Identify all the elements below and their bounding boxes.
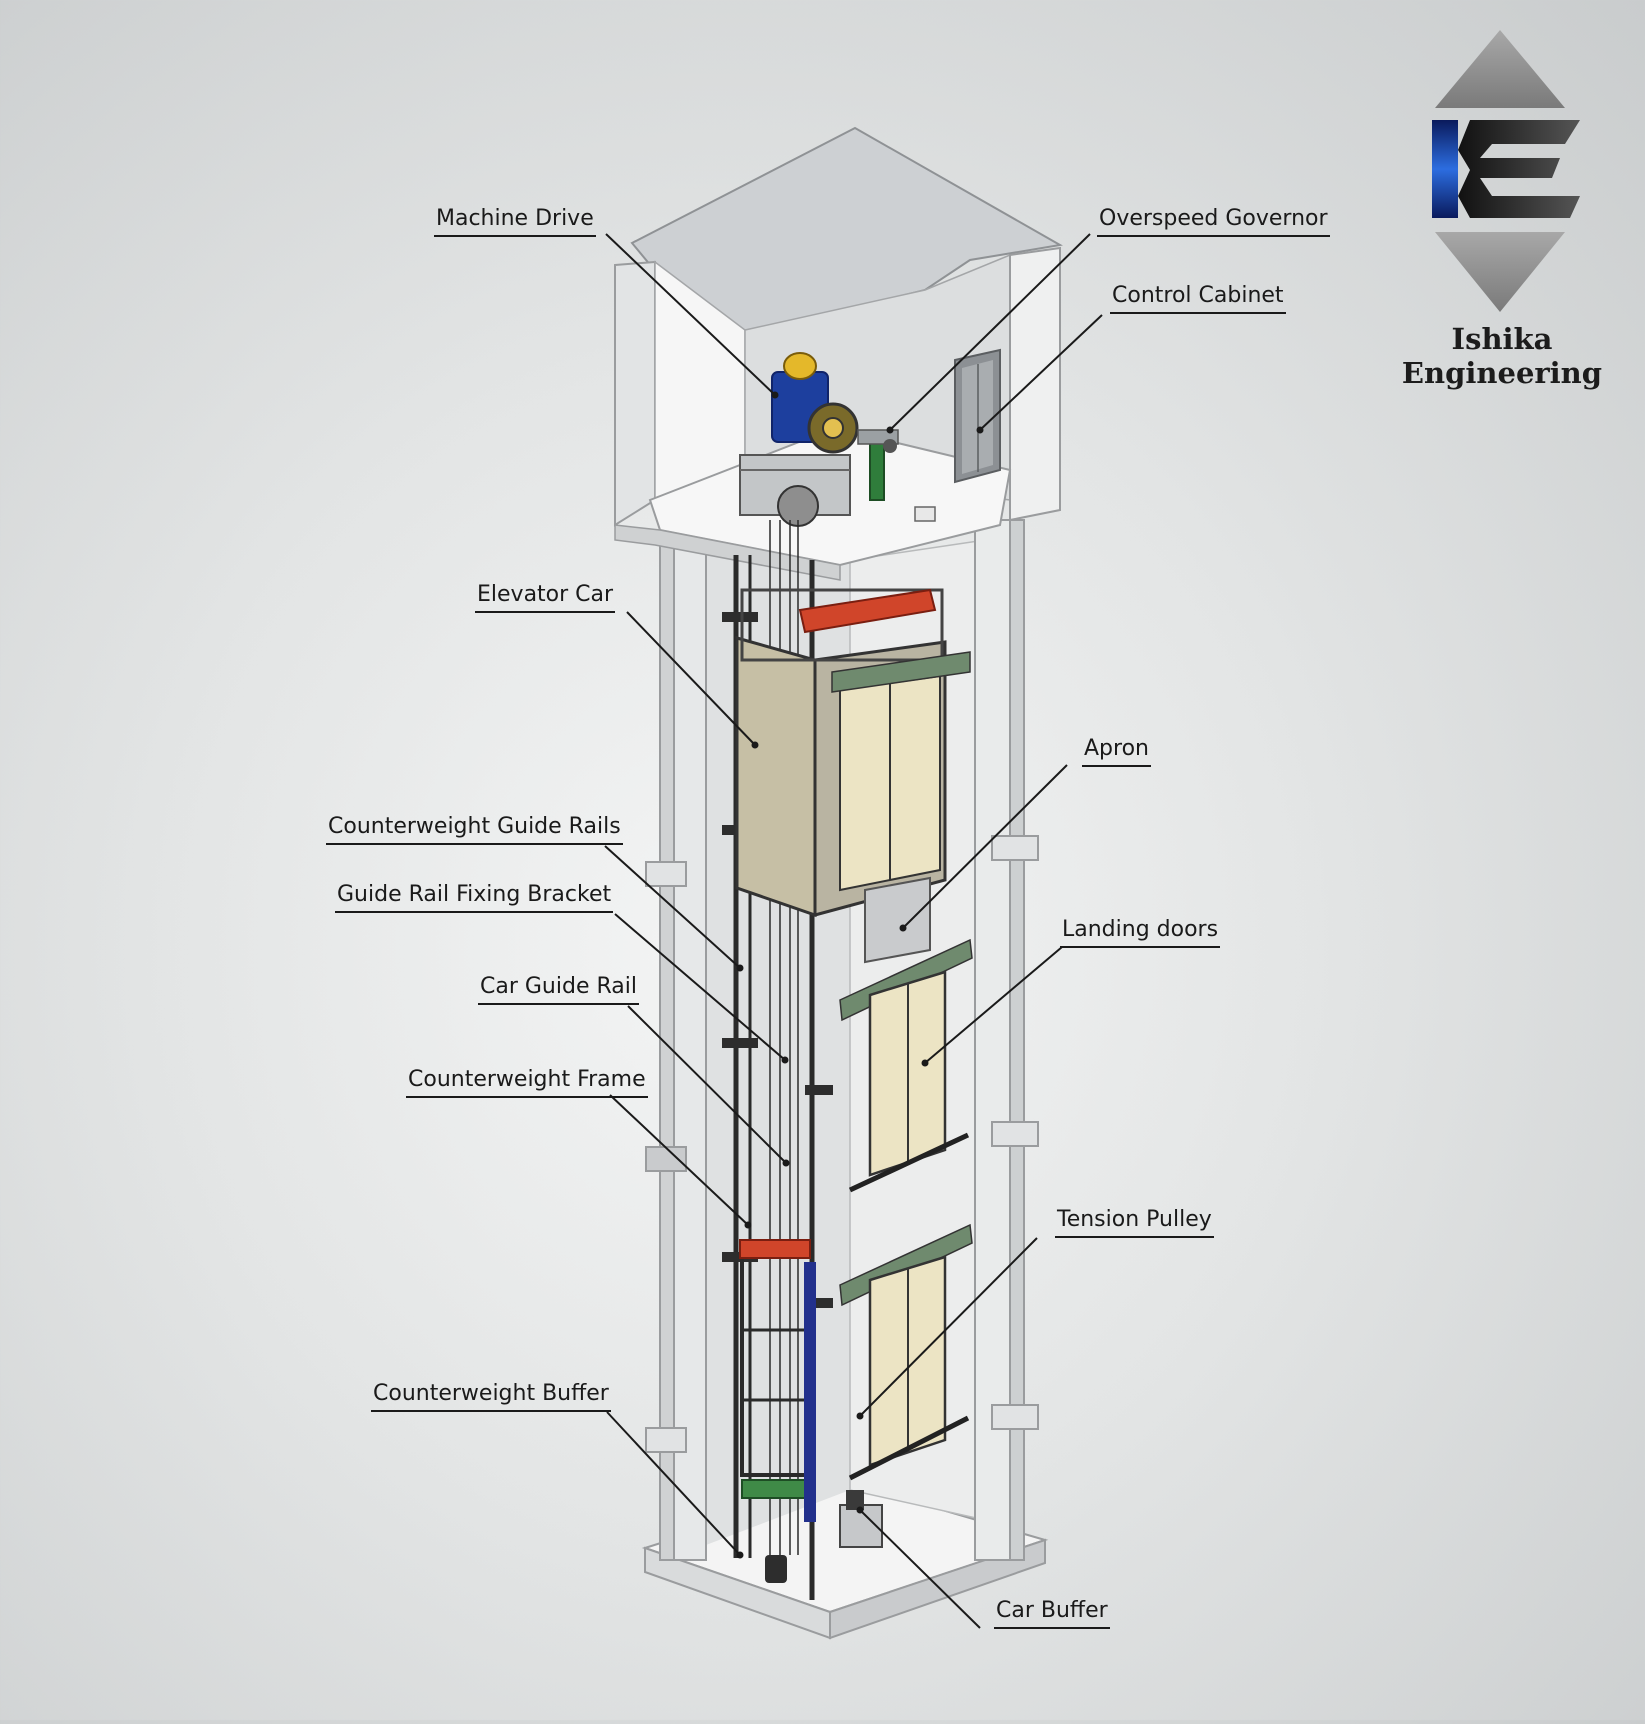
label-counterweight-buffer: Counterweight Buffer xyxy=(371,1381,611,1412)
company-logo xyxy=(1432,30,1580,312)
machine-room-left-wall xyxy=(614,260,656,527)
label-guide-rail-fixing-bracket: Guide Rail Fixing Bracket xyxy=(335,882,614,913)
label-counterweight-guide-rails: Counterweight Guide Rails xyxy=(326,814,623,845)
landing-door-upper xyxy=(839,938,973,1193)
leader-dots xyxy=(736,391,984,1559)
pit-slab-side xyxy=(829,1538,1046,1640)
elevator-car-unit xyxy=(735,588,971,918)
machine-drive-unit xyxy=(739,352,859,527)
label-elevator-car: Elevator Car xyxy=(475,582,616,613)
shaft-columns xyxy=(645,519,1039,1561)
machine-room-floor-edge xyxy=(614,524,841,581)
counterweight-assembly xyxy=(739,1239,816,1583)
overspeed-governor-unit xyxy=(857,429,936,522)
label-machine-drive: Machine Drive xyxy=(434,206,596,237)
label-control-cabinet: Control Cabinet xyxy=(1110,283,1286,314)
label-car-guide-rail: Car Guide Rail xyxy=(478,974,639,1005)
leader-lines xyxy=(604,233,1103,1629)
machine-room-right-wall xyxy=(1009,246,1061,522)
label-landing-doors: Landing doors xyxy=(1060,917,1221,948)
label-overspeed-governor: Overspeed Governor xyxy=(1097,206,1330,237)
control-cabinet-unit xyxy=(954,348,1001,484)
label-counterweight-frame: Counterweight Frame xyxy=(406,1067,648,1098)
label-apron: Apron xyxy=(1082,736,1151,767)
label-tension-pulley: Tension Pulley xyxy=(1055,1207,1214,1238)
landing-door-lower xyxy=(839,1223,973,1481)
brand-name: Ishika Engineering xyxy=(1401,322,1603,390)
label-car-buffer: Car Buffer xyxy=(994,1598,1110,1629)
apron-panel xyxy=(864,876,931,964)
